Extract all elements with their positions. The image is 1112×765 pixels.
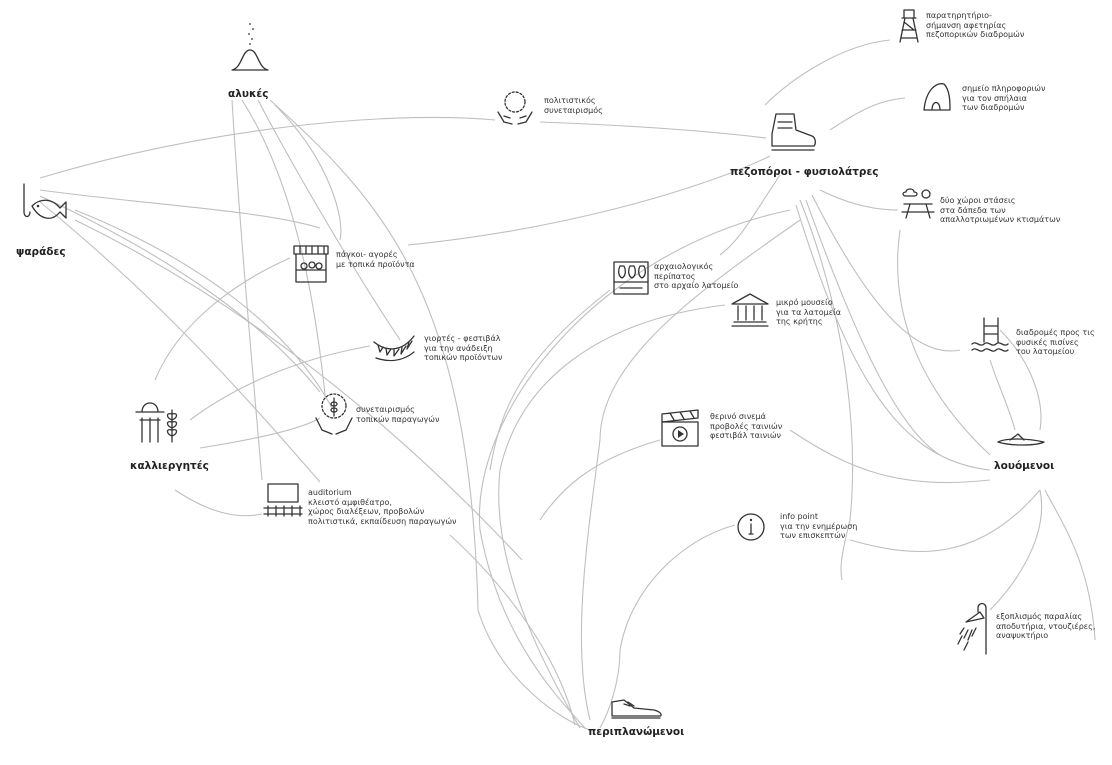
label-beach-equipment: εξοπλισμός παραλίας αποδυτήρια, ντουζιέρ…: [996, 612, 1096, 640]
picnic-table-icon: [898, 186, 938, 220]
museum-icon: [730, 292, 770, 328]
actor-bathers: λουόμενοι: [994, 460, 1055, 472]
label-pools: διαδρομές προς τις φυσικές πισίνες του λ…: [1016, 328, 1095, 356]
swimming-pool-icon: [970, 316, 1010, 356]
label-rest-areas: δύο χώροι στάσεις στα δάπεδα των απαλλοτ…: [940, 196, 1061, 224]
actor-hikers: πεζοπόροι - φυσιολάτρες: [730, 166, 879, 178]
market-stall-icon: [292, 244, 330, 284]
label-producers-coop: συνεταιρισμός τοπικών παραγωγών: [356, 405, 440, 424]
label-cinema: θερινό σινεμά προβολές ταινιών φεστιβάλ …: [710, 412, 783, 440]
label-watchtower: παρατηρητήριο- σήμανση αφετηρίας πεζοπορ…: [926, 11, 1025, 39]
salt-pile-icon: [228, 20, 272, 72]
label-festivals: γιορτές - φεστιβάλ για την ανάδειξη τοπι…: [424, 334, 503, 362]
shower-icon: [950, 600, 994, 656]
farmer-hat-wheat-icon: [134, 396, 182, 444]
cultural-coop-hands-icon: [494, 88, 536, 130]
label-museum: μικρό μουσείο για τα λατομεία της κρήτης: [776, 298, 842, 326]
info-icon: [736, 512, 766, 542]
label-cave-info: σημείο πληροφοριών για τον σπήλαια των δ…: [962, 84, 1046, 112]
archaeological-display-icon: [612, 260, 650, 296]
label-info-point: info point για την ενημέρωση των επισκεπ…: [780, 512, 858, 540]
producers-coop-icon: [314, 392, 354, 436]
label-market-stalls: πάγκοι- αγορές με τοπικά προϊόντα: [336, 250, 415, 269]
actor-wanderers: περιπλανώμενοι: [588, 726, 685, 738]
hiking-boot-icon: [766, 110, 820, 154]
watchtower-icon: [896, 8, 922, 44]
cave-icon: [922, 80, 952, 112]
bunting-flags-icon: [372, 332, 416, 362]
label-archaeo-walk: αρχαιολογικός περίπατος στο αρχαίο λατομ…: [654, 262, 739, 290]
cinema-clapper-icon: [660, 408, 700, 448]
label-auditorium: auditorium κλειστό αμφιθέατρο, χώρος δια…: [308, 488, 457, 526]
actor-salt-pans: αλυκές: [228, 88, 269, 100]
actor-fishers: ψαράδες: [16, 246, 66, 258]
sandal-icon: [996, 432, 1046, 448]
fishing-hook-fish-icon: [18, 182, 70, 232]
auditorium-screen-icon: [262, 482, 304, 518]
actor-farmers: καλλιεργητές: [130, 460, 209, 472]
label-cultural-coop: πολιτιστικός συνεταιρισμός: [544, 96, 603, 115]
sneaker-icon: [610, 694, 664, 720]
